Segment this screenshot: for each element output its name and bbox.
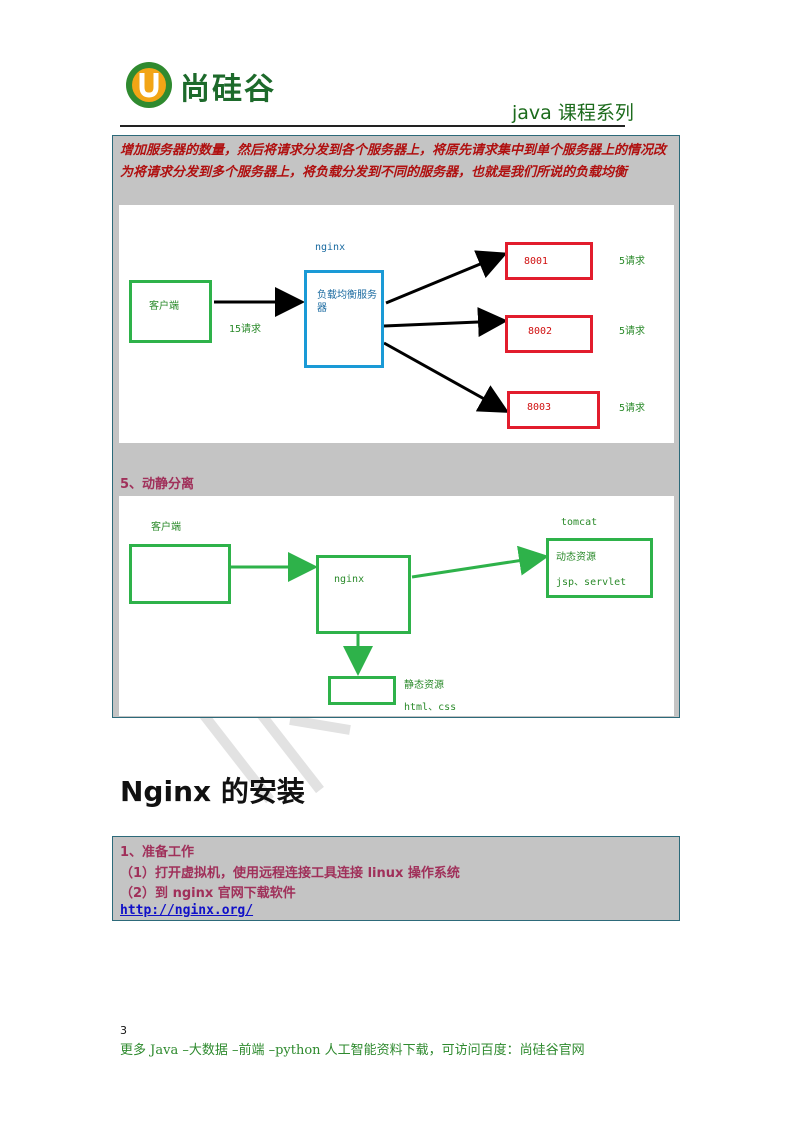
dynamic-label: 动态资源 <box>556 552 596 563</box>
server-8001-requests: 5请求 <box>619 256 646 267</box>
client-label-2: 客户端 <box>151 522 181 533</box>
arrows <box>214 250 510 413</box>
client-box <box>129 280 212 343</box>
arrow-nginx-to-tomcat <box>411 545 549 579</box>
server-8002-requests: 5请求 <box>619 326 646 337</box>
logo-text: 尚硅谷 <box>180 72 276 107</box>
server-8002-box <box>505 315 593 353</box>
intro-text: 增加服务器的数量，然后将请求分发到各个服务器上，将原先请求集中到单个服务器上的情… <box>120 143 667 180</box>
nginx-box <box>316 555 411 634</box>
section-5-title: 5、动静分离 <box>120 477 195 492</box>
nginx-label-2: nginx <box>334 574 365 585</box>
step-download: （2）到 nginx 官网下载软件 <box>120 886 296 901</box>
page-heading: Nginx 的安装 <box>120 775 305 808</box>
server-8001-label: 8001 <box>524 256 549 267</box>
logo-u-icon <box>126 62 172 108</box>
arrow-to-8003 <box>383 341 510 413</box>
green-arrows <box>231 545 549 676</box>
footer-text: 更多 Java –大数据 –前端 –python 人工智能资料下载，可访问百度：… <box>120 1043 585 1058</box>
requests-in-label: 15请求 <box>229 324 262 335</box>
dynamic-box <box>546 538 653 598</box>
note-box-install <box>112 836 680 921</box>
static-dynamic-diagram: 客户端 nginx tomcat 动态资源 jsp、servlet 静态资源 h… <box>119 496 674 716</box>
header-divider <box>120 125 625 127</box>
nginx-link[interactable]: http://nginx.org/ <box>120 903 254 918</box>
nginx-label: nginx <box>315 242 346 253</box>
server-8003-label: 8003 <box>527 402 552 413</box>
static-types-label: html、css <box>404 702 457 713</box>
client-label: 客户端 <box>149 301 179 312</box>
step-prepare: 1、准备工作 <box>120 845 195 860</box>
client-box-2 <box>129 544 231 604</box>
arrow-to-8001 <box>385 250 508 305</box>
tomcat-label: tomcat <box>561 517 598 528</box>
server-8002-label: 8002 <box>528 326 553 337</box>
step-open-vm: （1）打开虚拟机，使用远程连接工具连接 linux 操作系统 <box>120 866 460 881</box>
static-box <box>328 676 396 705</box>
page-number: 3 <box>120 1024 127 1037</box>
arrow-to-8002 <box>383 307 508 338</box>
server-8003-box <box>507 391 600 429</box>
course-series: java 课程系列 <box>512 102 634 124</box>
server-8003-requests: 5请求 <box>619 403 646 414</box>
balancer-box <box>304 270 384 368</box>
static-label: 静态资源 <box>404 680 444 691</box>
logo <box>124 60 180 110</box>
dynamic-types-label: jsp、servlet <box>556 577 627 588</box>
load-balance-diagram: 客户端 15请求 nginx 负载均衡服务器 8001 5请求 8002 5请求… <box>119 205 674 443</box>
server-8001-box <box>505 242 593 280</box>
balancer-label: 负载均衡服务器 <box>317 290 377 314</box>
